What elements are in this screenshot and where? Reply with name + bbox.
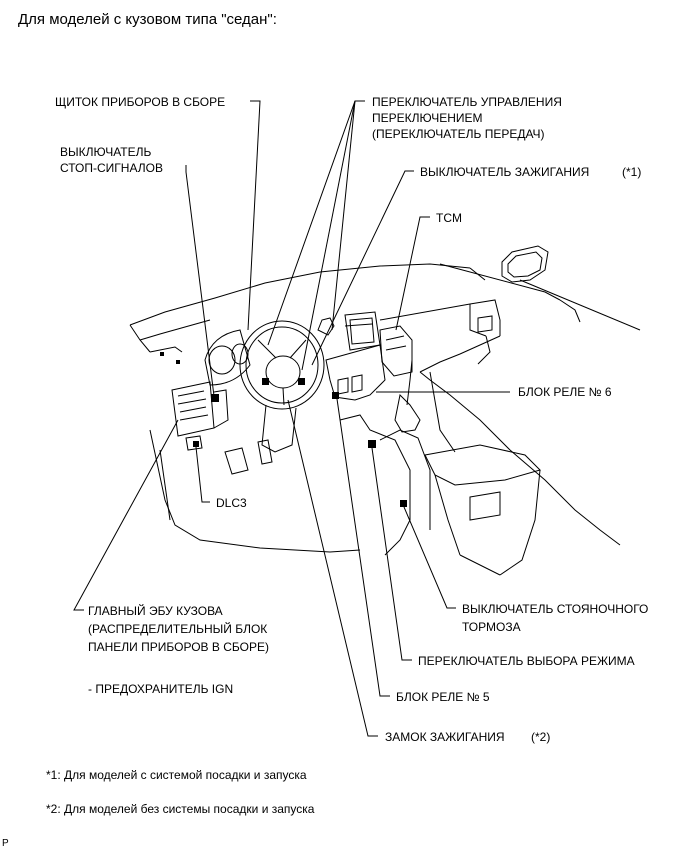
label-ignition-switch: ВЫКЛЮЧАТЕЛЬ ЗАЖИГАНИЯ bbox=[420, 165, 590, 179]
label-main-body-ecu-line2: (РАСПРЕДЕЛИТЕЛЬНЫЙ БЛОК bbox=[88, 622, 268, 636]
label-shift-control-switch-line1: ПЕРЕКЛЮЧАТЕЛЬ УПРАВЛЕНИЯ bbox=[372, 95, 562, 109]
label-relay-block-5: БЛОК РЕЛЕ № 5 bbox=[396, 690, 490, 704]
label-parking-brake-switch-line1: ВЫКЛЮЧАТЕЛЬ СТОЯНОЧНОГО bbox=[462, 602, 649, 616]
label-mode-select-switch: ПЕРЕКЛЮЧАТЕЛЬ ВЫБОРА РЕЖИМА bbox=[418, 654, 635, 668]
corner-mark: P bbox=[2, 838, 9, 849]
label-main-body-ecu-line3: ПАНЕЛИ ПРИБОРОВ В СБОРЕ) bbox=[88, 640, 269, 654]
label-combination-meter: ЩИТОК ПРИБОРОВ В СБОРЕ bbox=[55, 95, 226, 109]
leader-lines bbox=[73, 100, 510, 737]
label-ignition-switch-note: (*1) bbox=[622, 165, 642, 179]
label-dlc3: DLC3 bbox=[216, 496, 247, 510]
label-shift-control-switch-line3: (ПЕРЕКЛЮЧАТЕЛЬ ПЕРЕДАЧ) bbox=[372, 127, 545, 141]
label-ignition-lock-note: (*2) bbox=[531, 730, 551, 744]
label-relay-block-6: БЛОК РЕЛЕ № 6 bbox=[518, 385, 612, 399]
label-main-body-ecu-line1: ГЛАВНЫЙ ЭБУ КУЗОВА bbox=[88, 604, 223, 618]
footnote-1: *1: Для моделей с системой посадки и зап… bbox=[46, 768, 307, 782]
label-tcm: TCM bbox=[436, 211, 462, 225]
footnote-2: *2: Для моделей без системы посадки и за… bbox=[46, 802, 315, 816]
dashboard-outline bbox=[129, 245, 641, 576]
label-ignition-lock: ЗАМОК ЗАЖИГАНИЯ bbox=[385, 730, 505, 744]
label-stop-light-switch-line2: СТОП-СИГНАЛОВ bbox=[60, 161, 163, 175]
label-parking-brake-switch-line2: ТОРМОЗА bbox=[462, 620, 521, 634]
label-shift-control-switch-line2: ПЕРЕКЛЮЧЕНИЕМ bbox=[372, 111, 483, 125]
label-stop-light-switch-line1: ВЫКЛЮЧАТЕЛЬ bbox=[60, 145, 152, 159]
page-heading: Для моделей с кузовом типа "седан": bbox=[18, 11, 277, 28]
label-ign-fuse: - ПРЕДОХРАНИТЕЛЬ IGN bbox=[88, 682, 234, 696]
